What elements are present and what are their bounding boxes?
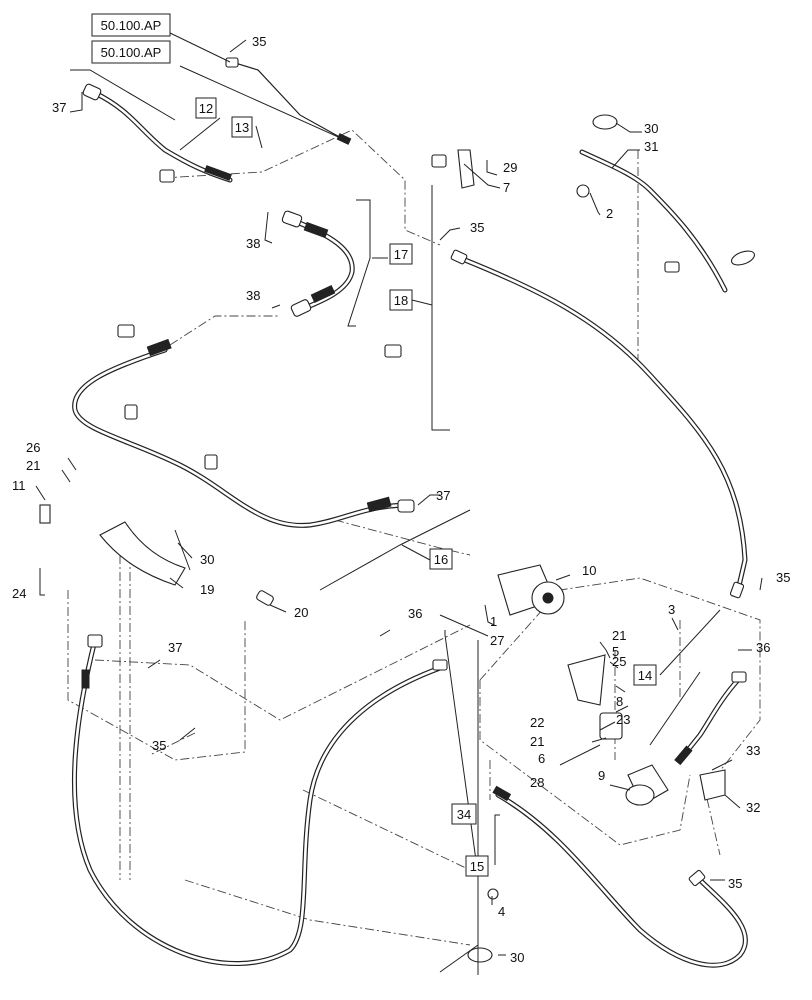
callout-30: 30: [200, 552, 214, 567]
boxed-callouts: 12 13 17 18 16 14 34 15: [195, 97, 657, 877]
callout-20: 20: [294, 605, 308, 620]
callout-29: 29: [503, 160, 517, 175]
callout-38: 38: [246, 288, 260, 303]
callout-21: 21: [530, 734, 544, 749]
svg-text:13: 13: [235, 120, 249, 135]
callout-30: 30: [510, 950, 524, 965]
callout-18-box: 18: [389, 289, 413, 311]
reference-box-2[interactable]: 50.100.AP: [91, 40, 171, 64]
callout-10: 10: [582, 563, 596, 578]
callout-5: 5: [612, 644, 619, 659]
callout-27: 27: [490, 633, 504, 648]
svg-text:50.100.AP: 50.100.AP: [101, 18, 162, 33]
callout-13-box: 13: [231, 116, 253, 138]
callout-35: 35: [252, 34, 266, 49]
svg-text:34: 34: [457, 807, 471, 822]
svg-text:17: 17: [394, 247, 408, 262]
callout-35: 35: [152, 738, 166, 753]
callout-28: 28: [530, 775, 544, 790]
svg-text:16: 16: [434, 552, 448, 567]
callout-37: 37: [52, 100, 66, 115]
callout-34-box: 34: [451, 803, 477, 825]
callout-14-box: 14: [633, 664, 657, 686]
reference-box-1[interactable]: 50.100.AP: [91, 13, 171, 37]
callout-24: 24: [12, 586, 26, 601]
leaders: [35, 31, 763, 975]
callout-4: 4: [498, 904, 505, 919]
callout-26: 26: [26, 440, 40, 455]
callouts: 35 37 30 31 29 7 2 35 38 38 26 21 11 37 …: [12, 34, 790, 965]
callout-21: 21: [612, 628, 626, 643]
callout-21: 21: [26, 458, 40, 473]
callout-38: 38: [246, 236, 260, 251]
callout-15-box: 15: [465, 855, 489, 877]
svg-text:12: 12: [199, 101, 213, 116]
fittings: [39, 57, 756, 963]
callout-35: 35: [470, 220, 484, 235]
callout-11: 11: [12, 478, 26, 493]
hoses: [71, 61, 748, 968]
svg-text:50.100.AP: 50.100.AP: [101, 45, 162, 60]
callout-35: 35: [776, 570, 790, 585]
callout-36: 36: [408, 606, 422, 621]
callout-31: 31: [644, 139, 658, 154]
svg-text:18: 18: [394, 293, 408, 308]
callout-3: 3: [668, 602, 675, 617]
callout-33: 33: [746, 743, 760, 758]
callout-23: 23: [616, 712, 630, 727]
svg-text:14: 14: [638, 668, 652, 683]
callout-8: 8: [616, 694, 623, 709]
callout-17-box: 17: [389, 243, 413, 265]
svg-text:15: 15: [470, 859, 484, 874]
callout-30: 30: [644, 121, 658, 136]
callout-16-box: 16: [429, 548, 453, 570]
callout-12-box: 12: [195, 97, 217, 119]
callout-2: 2: [606, 206, 613, 221]
callout-35: 35: [728, 876, 742, 891]
callout-37: 37: [436, 488, 450, 503]
callout-1: 1: [490, 614, 497, 629]
callout-25: 25: [612, 654, 626, 669]
callout-22: 22: [530, 715, 544, 730]
callout-19: 19: [200, 582, 214, 597]
callout-32: 32: [746, 800, 760, 815]
callout-7: 7: [503, 180, 510, 195]
callout-9: 9: [598, 768, 605, 783]
callout-6: 6: [538, 751, 545, 766]
callout-36: 36: [756, 640, 770, 655]
reference-boxes: 50.100.AP 50.100.AP: [91, 13, 171, 64]
callout-37: 37: [168, 640, 182, 655]
